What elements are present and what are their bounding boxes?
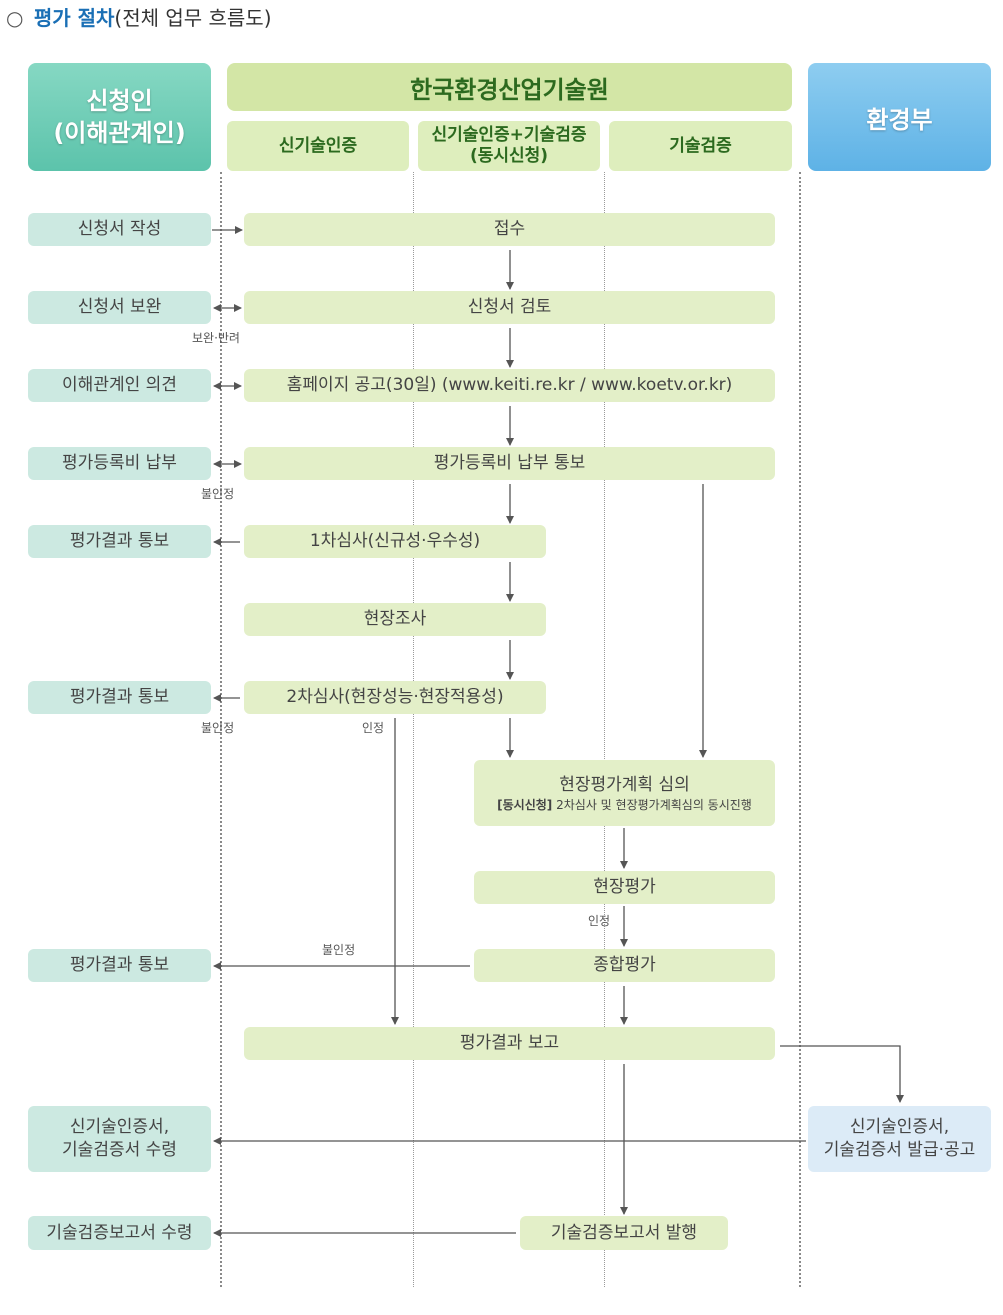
step-second-exam: 2차심사(현장성능·현장적용성): [244, 681, 546, 714]
label-return: 보완·반려: [192, 331, 240, 345]
site-plan-review-note: [동시신청] 2차심사 및 현장평가계획심의 동시진행: [497, 797, 752, 813]
step-write-application: 신청서 작성: [28, 213, 211, 246]
step-site-survey: 현장조사: [244, 603, 546, 636]
swimlane-divider-right: [799, 172, 801, 1287]
title-bullet: ○: [6, 6, 24, 30]
swimlane-divider-left: [220, 172, 222, 1287]
applicant-column-header: 신청인 (이해관계인): [28, 63, 211, 171]
label-approve-2: 인정: [588, 914, 611, 928]
step-result-notice-3: 평가결과 통보: [28, 949, 211, 982]
step-fee-notice: 평가등록비 납부 통보: [244, 447, 775, 480]
step-stakeholder-opinion: 이해관계인 의견: [28, 369, 211, 402]
step-result-notice-1: 평가결과 통보: [28, 525, 211, 558]
swimlane-divider-inner-2: [604, 172, 605, 1287]
label-reject-3: 불인정: [322, 943, 356, 957]
step-receive-report: 기술검증보고서 수령: [28, 1216, 211, 1250]
step-application-review: 신청서 검토: [244, 291, 775, 324]
label-reject-2: 불인정: [201, 721, 235, 735]
step-issue-verification-report: 기술검증보고서 발행: [520, 1216, 728, 1250]
label-reject-1: 불인정: [201, 487, 235, 501]
step-supplement-application: 신청서 보완: [28, 291, 211, 324]
step-pay-fee: 평가등록비 납부: [28, 447, 211, 480]
step-total-evaluation: 종합평가: [474, 949, 775, 982]
step-homepage-notice: 홈페이지 공고(30일) (www.keiti.re.kr / www.koet…: [244, 369, 775, 402]
simultaneous-tag: [동시신청]: [497, 797, 553, 812]
site-plan-review-label: 현장평가계획 심의: [559, 774, 690, 795]
title-highlight: 평가 절차: [33, 6, 115, 30]
step-result-report: 평가결과 보고: [244, 1027, 775, 1060]
step-receive-certificate: 신기술인증서, 기술검증서 수령: [28, 1106, 211, 1172]
step-first-exam: 1차심사(신규성·우수성): [244, 525, 546, 558]
step-issue-certificate: 신기술인증서, 기술검증서 발급·공고: [808, 1106, 991, 1172]
site-plan-review-note-text: 2차심사 및 현장평가계획심의 동시진행: [552, 797, 752, 812]
subheader-simultaneous: 신기술인증+기술검증 (동시신청): [418, 121, 600, 171]
keiti-column-header: 한국환경산업기술원: [227, 63, 792, 111]
label-approve-1: 인정: [362, 721, 385, 735]
swimlane-divider-inner-1: [413, 172, 414, 1287]
step-receipt: 접수: [244, 213, 775, 246]
step-site-plan-review: 현장평가계획 심의 [동시신청] 2차심사 및 현장평가계획심의 동시진행: [474, 760, 775, 826]
step-site-evaluation: 현장평가: [474, 871, 775, 904]
subheader-tech-verification: 기술검증: [609, 121, 792, 171]
step-result-notice-2: 평가결과 통보: [28, 681, 211, 714]
subheader-new-tech-cert: 신기술인증: [227, 121, 409, 171]
moe-column-header: 환경부: [808, 63, 991, 171]
title-rest: (전체 업무 흐름도): [114, 6, 272, 30]
page-title: ○ 평가 절차(전체 업무 흐름도): [6, 4, 272, 32]
arrow-report-to-moe: [780, 1045, 904, 1103]
